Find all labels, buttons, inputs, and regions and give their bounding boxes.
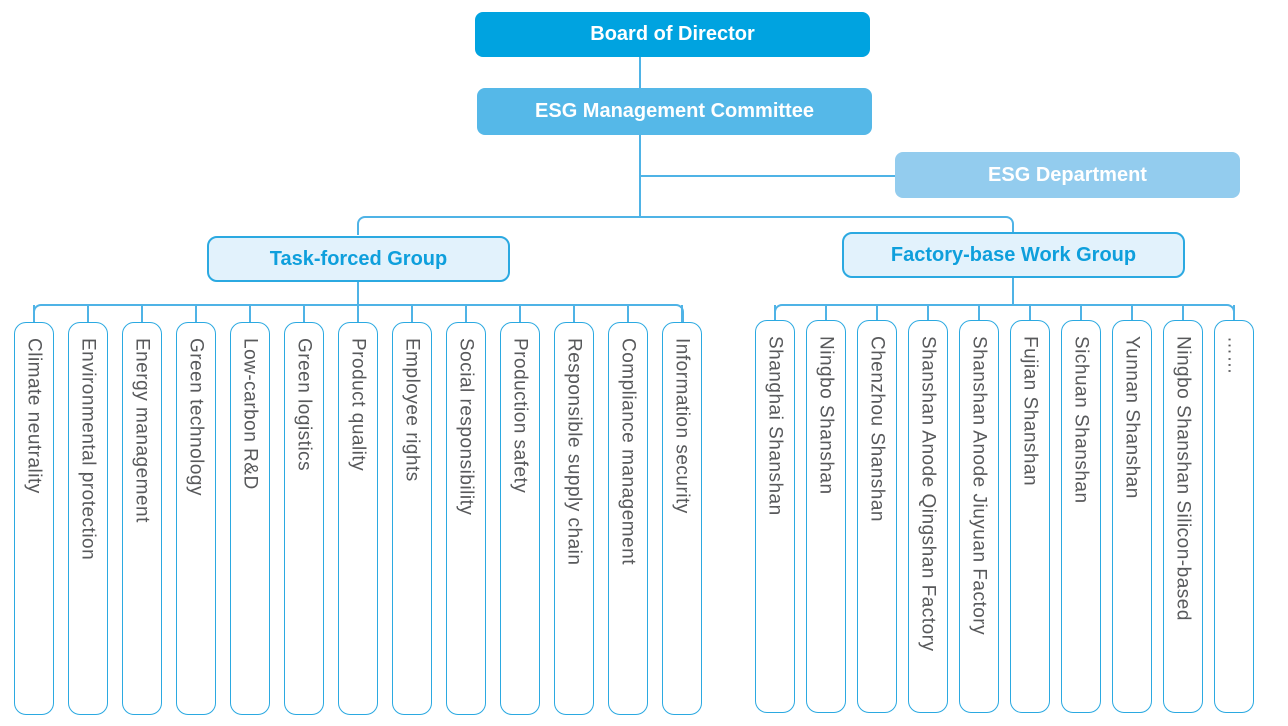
org-column-label: Ningbo Shanshan Silicon-based (1172, 336, 1194, 621)
esg-management-committee-label: ESG Management Committee (535, 100, 814, 122)
esg-management-committee-node: ESG Management Committee (477, 88, 872, 135)
org-column-information-security: Information security (662, 322, 702, 715)
org-column-label: Fujian Shanshan (1019, 336, 1041, 487)
org-column-low-carbon-rd: Low-carbon R&D (230, 322, 270, 715)
connector-task-group-down (357, 282, 359, 304)
org-column-ningbo-shanshan: Ningbo Shanshan (806, 320, 846, 713)
org-column-label: Product quality (347, 338, 369, 472)
org-column-label: Sichuan Shanshan (1070, 336, 1092, 504)
org-column-green-technology: Green technology (176, 322, 216, 715)
org-column-environmental-protection: Environmental protection (68, 322, 108, 715)
task-forced-group-node: Task-forced Group (207, 236, 510, 282)
connector-board-committee (639, 57, 641, 88)
org-column-shanshan-anode-qingshan-factory: Shanshan Anode Qingshan Factory (908, 320, 948, 713)
org-column-employee-rights: Employee rights (392, 322, 432, 715)
org-column-label: Social responsibility (455, 338, 477, 516)
org-column-chenzhou-shanshan: Chenzhou Shanshan (857, 320, 897, 713)
org-column-shanshan-anode-jiuyuan-factory: Shanshan Anode Jiuyuan Factory (959, 320, 999, 713)
org-column-label: Employee rights (401, 338, 423, 482)
org-column-sichuan-shanshan: Sichuan Shanshan (1061, 320, 1101, 713)
org-column-label: Chenzhou Shanshan (866, 336, 888, 522)
factory-base-work-group-node: Factory-base Work Group (842, 232, 1185, 278)
org-column-label: Green logistics (293, 338, 315, 472)
org-column-label: Yunnan Shanshan (1121, 336, 1143, 499)
esg-department-label: ESG Department (988, 163, 1147, 186)
org-column-climate-neutrality: Climate neutrality (14, 322, 54, 715)
connector-rail-factory-members (774, 304, 1235, 320)
connector-to-department (639, 175, 895, 177)
org-column-label: Low-carbon R&D (239, 338, 261, 490)
org-column-label: Ningbo Shanshan (815, 336, 837, 495)
org-column-label: Information security (671, 338, 693, 514)
org-column-yunnan-shanshan: Yunnan Shanshan (1112, 320, 1152, 713)
org-column-label: Shanghai Shanshan (764, 336, 786, 516)
org-column-label: Responsible supply chain (563, 338, 585, 566)
org-column-label: Green technology (185, 338, 207, 496)
org-column-production-safety: Production safety (500, 322, 540, 715)
org-column-shanghai-shanshan: Shanghai Shanshan (755, 320, 795, 713)
org-column-product-quality: Product quality (338, 322, 378, 715)
connector-groups-bracket (357, 216, 1014, 235)
factory-base-work-group-members: Shanghai Shanshan Ningbo Shanshan Chenzh… (755, 320, 1254, 713)
factory-base-work-group-label: Factory-base Work Group (890, 243, 1137, 266)
task-forced-group-label: Task-forced Group (269, 247, 448, 270)
org-column-energy-management: Energy management (122, 322, 162, 715)
task-forced-group-members: Climate neutrality Environmental protect… (14, 322, 702, 715)
connector-factory-group-down (1012, 278, 1014, 304)
org-column-label: Environmental protection (77, 338, 99, 561)
org-column-fujian-shanshan: Fujian Shanshan (1010, 320, 1050, 713)
org-column-green-logistics: Green logistics (284, 322, 324, 715)
org-column-more-ellipsis: …… (1214, 320, 1254, 713)
org-column-label: Compliance management (617, 338, 639, 566)
org-column-label: Production safety (509, 338, 531, 494)
board-of-director-node: Board of Director (475, 12, 870, 57)
org-column-label: Climate neutrality (23, 338, 45, 494)
esg-department-node: ESG Department (895, 152, 1240, 198)
org-column-responsible-supply-chain: Responsible supply chain (554, 322, 594, 715)
org-column-compliance-management: Compliance management (608, 322, 648, 715)
org-column-label: …… (1223, 336, 1245, 375)
org-column-label: Shanshan Anode Jiuyuan Factory (968, 336, 990, 636)
org-column-ningbo-shanshan-silicon-based: Ningbo Shanshan Silicon-based (1163, 320, 1203, 713)
org-column-label: Shanshan Anode Qingshan Factory (917, 336, 939, 652)
org-column-label: Energy management (131, 338, 153, 523)
board-of-director-label: Board of Director (590, 23, 755, 45)
org-column-social-responsibility: Social responsibility (446, 322, 486, 715)
